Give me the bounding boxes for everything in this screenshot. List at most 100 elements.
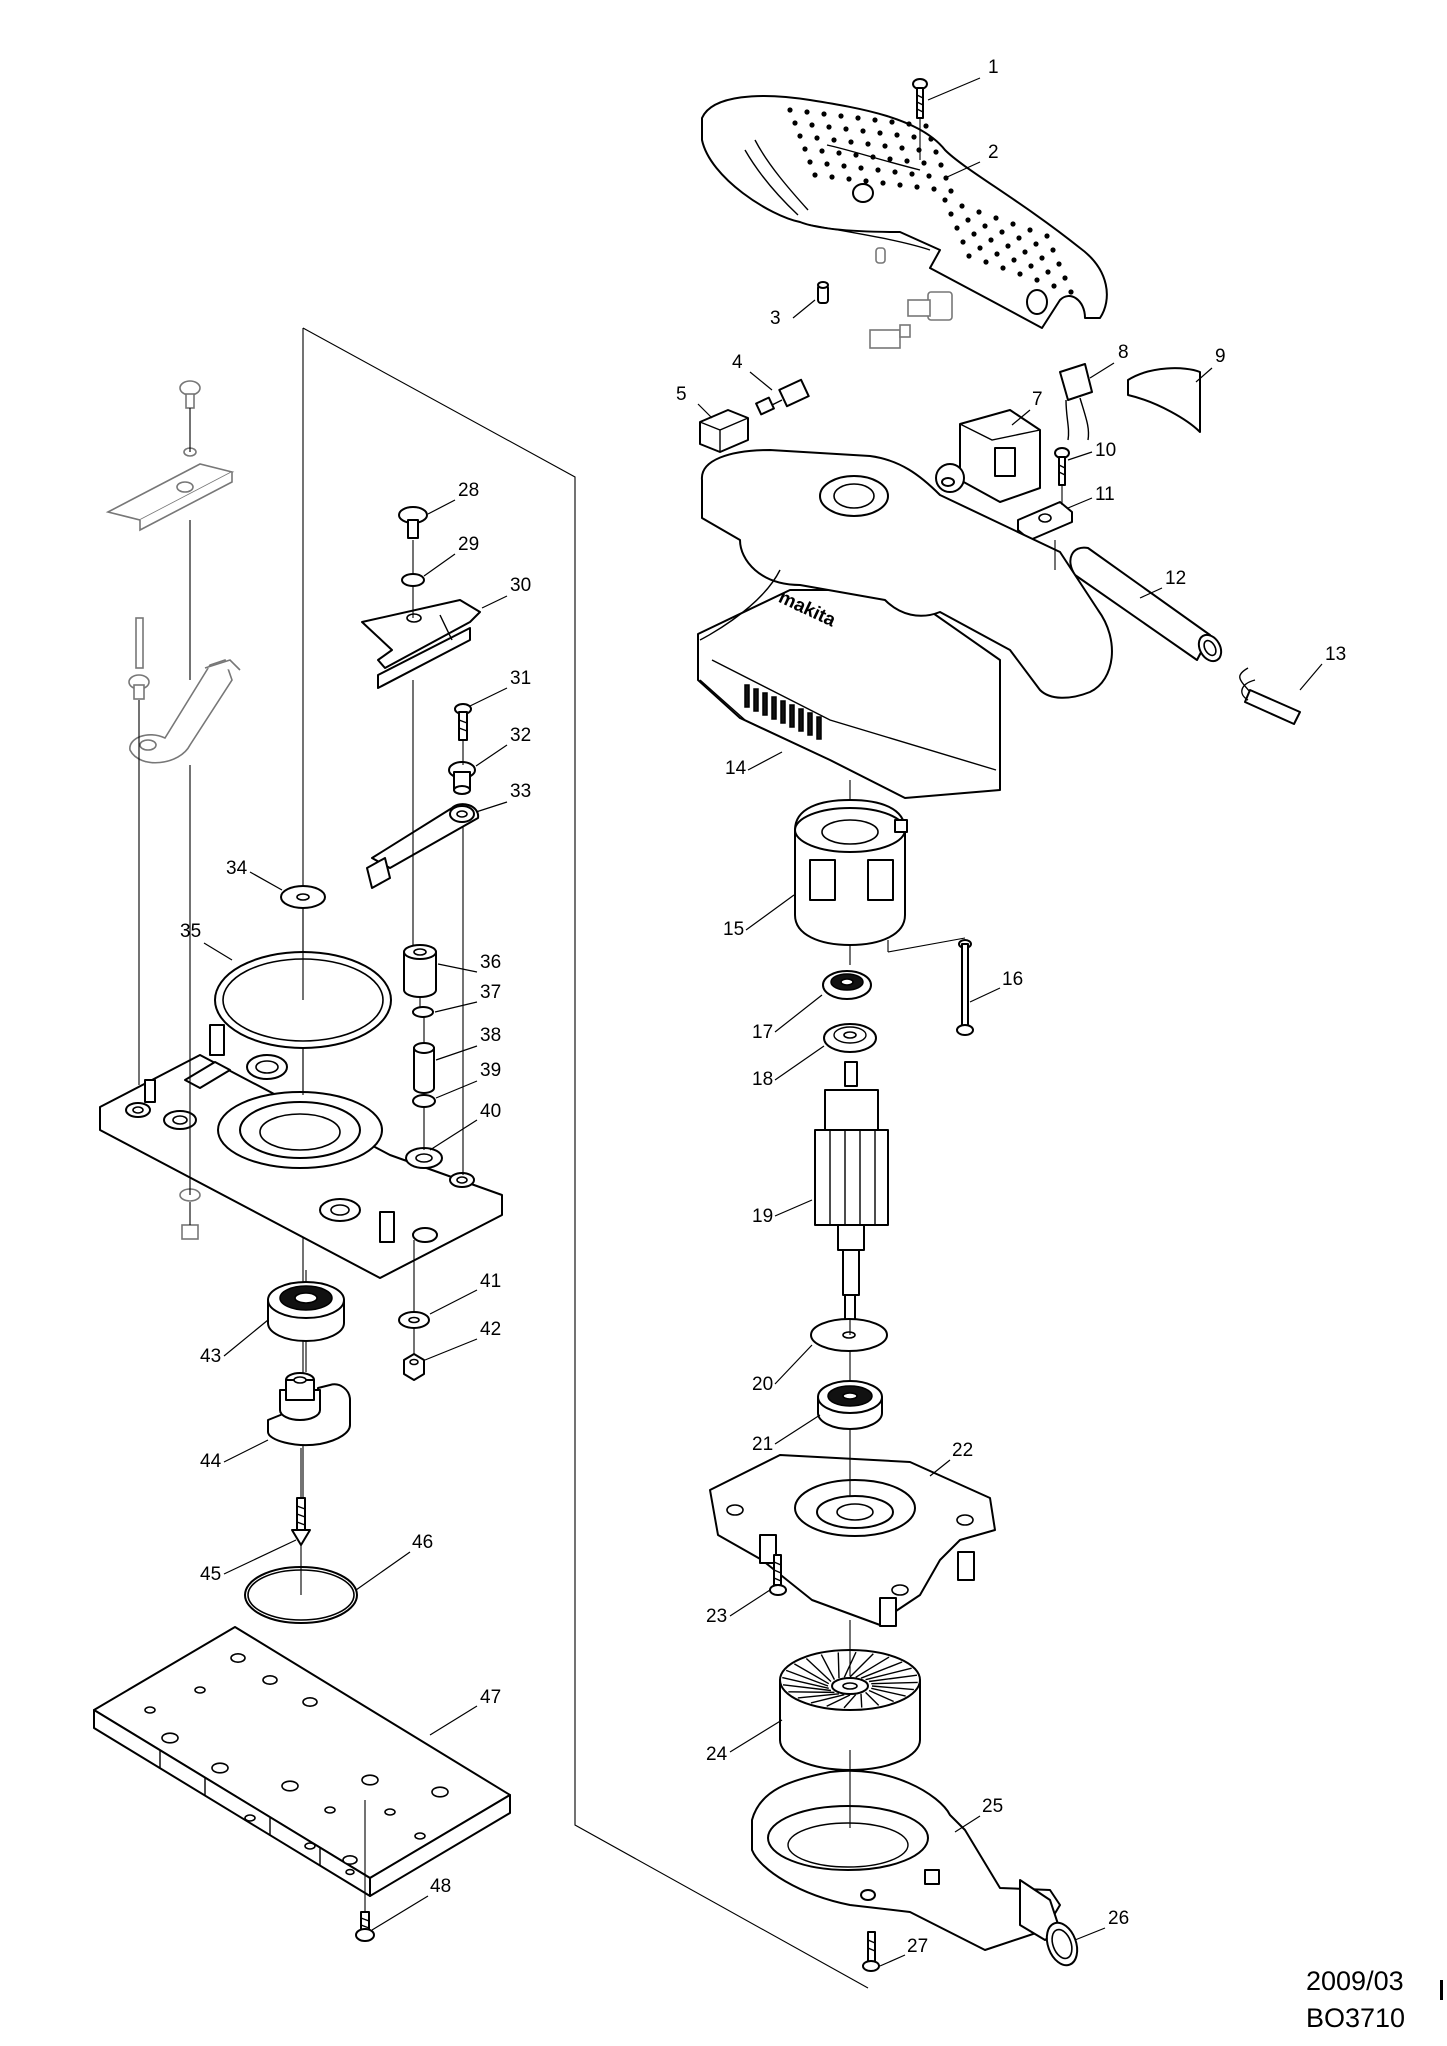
handle-texture-dot bbox=[1017, 271, 1023, 277]
part-41-washer bbox=[398, 1311, 430, 1329]
callout-leader-44 bbox=[223, 1439, 269, 1463]
pad-dust-hole bbox=[211, 1762, 229, 1774]
part-10-screw bbox=[1054, 447, 1070, 486]
brush-holder-ghost bbox=[869, 291, 953, 349]
part-27-screw bbox=[862, 1931, 880, 1972]
pad-dust-hole bbox=[302, 1697, 318, 1708]
handle-texture-dot bbox=[863, 178, 869, 184]
callout-label-44: 44 bbox=[200, 1451, 222, 1472]
handle-texture-dot bbox=[1016, 235, 1022, 241]
handle-texture-dot bbox=[877, 130, 883, 136]
callout-leader-12 bbox=[1139, 587, 1163, 599]
callout-label-34: 34 bbox=[226, 858, 248, 879]
callout-leader-13 bbox=[1299, 663, 1323, 691]
callout-leader-3 bbox=[792, 299, 816, 319]
pad-dust-hole bbox=[161, 1732, 179, 1744]
handle-texture-dot bbox=[848, 139, 854, 145]
callout-label-16: 16 bbox=[1002, 969, 1023, 990]
handle-texture-dot bbox=[1050, 247, 1056, 253]
handle-texture-dot bbox=[1056, 261, 1062, 267]
handle-texture-dot bbox=[872, 117, 878, 123]
part-9-name-plate bbox=[1127, 367, 1201, 433]
fan-blade bbox=[788, 1691, 835, 1694]
handle-texture-dot bbox=[960, 239, 966, 245]
pad-dust-hole bbox=[384, 1808, 396, 1816]
callout-label-35: 35 bbox=[180, 921, 201, 942]
exploded-axis-lines bbox=[138, 118, 1063, 1912]
handle-texture-dot bbox=[1000, 265, 1006, 271]
part-11-cord-clamp bbox=[1017, 501, 1073, 541]
callout-leader-18 bbox=[774, 1045, 825, 1081]
handle-texture-dot bbox=[836, 150, 842, 156]
callout-label-30: 30 bbox=[510, 575, 531, 596]
callout-leaders bbox=[203, 77, 1323, 1967]
callout-leader-35 bbox=[203, 942, 233, 961]
callout-leader-24 bbox=[729, 1719, 783, 1753]
callout-leader-11 bbox=[1067, 497, 1093, 509]
pad-dust-hole bbox=[244, 1814, 256, 1822]
callout-label-3: 3 bbox=[770, 308, 781, 329]
part-38-pin bbox=[413, 1042, 435, 1094]
part-39-o-ring bbox=[412, 1094, 436, 1108]
motor-housing-vents bbox=[744, 684, 822, 740]
callout-label-1: 1 bbox=[988, 57, 999, 78]
handle-texture-dot bbox=[971, 231, 977, 237]
part-24-fan bbox=[779, 1649, 921, 1771]
part-1-screw bbox=[912, 78, 928, 119]
handle-texture-dot bbox=[870, 154, 876, 160]
handle-texture-dot bbox=[921, 160, 927, 166]
handle-texture-dot bbox=[914, 184, 920, 190]
handle-texture-dot bbox=[993, 215, 999, 221]
handle-texture-dot bbox=[1034, 277, 1040, 283]
part-4-carbon-brush bbox=[755, 378, 810, 416]
handle-texture-dot bbox=[892, 169, 898, 175]
handle-texture-dot bbox=[959, 203, 965, 209]
part-34-washer bbox=[280, 885, 326, 909]
callout-label-37: 37 bbox=[480, 982, 501, 1003]
part-31-screw bbox=[454, 703, 472, 741]
model-number: BO3710 bbox=[1306, 2003, 1406, 2033]
fan-blade bbox=[865, 1667, 912, 1681]
callout-label-7: 7 bbox=[1032, 389, 1043, 410]
handle-texture-dot bbox=[916, 147, 922, 153]
callout-leader-37 bbox=[434, 1001, 478, 1013]
fan-blade bbox=[805, 1658, 832, 1683]
callout-leader-20 bbox=[774, 1344, 813, 1385]
callout-label-41: 41 bbox=[480, 1271, 501, 1292]
housing-vent-slot bbox=[816, 716, 822, 740]
handle-texture-dot bbox=[887, 156, 893, 162]
fan-blade bbox=[782, 1684, 832, 1692]
part-8-capacitor bbox=[1059, 363, 1093, 441]
fan-blade bbox=[837, 1652, 840, 1679]
callout-leader-28 bbox=[427, 499, 456, 515]
callout-label-9: 9 bbox=[1215, 346, 1226, 367]
part-20-washer bbox=[810, 1318, 888, 1352]
pad-dust-hole bbox=[361, 1774, 379, 1786]
handle-texture-dot bbox=[923, 123, 929, 129]
handle-texture-dot bbox=[855, 115, 861, 121]
part-26-o-ring bbox=[1045, 1921, 1079, 1967]
callout-leader-14 bbox=[747, 751, 783, 771]
callout-leader-38 bbox=[435, 1045, 478, 1061]
part-15-field-stator bbox=[794, 799, 908, 946]
callout-label-27: 27 bbox=[907, 1936, 928, 1957]
callout-leader-26 bbox=[1074, 1927, 1106, 1941]
part-17-bearing bbox=[822, 970, 872, 1000]
fan-blade bbox=[871, 1681, 918, 1685]
callout-label-46: 46 bbox=[412, 1532, 433, 1553]
callout-leader-2 bbox=[944, 161, 981, 179]
fan-blade bbox=[826, 1694, 851, 1707]
part-47-pad bbox=[93, 1626, 511, 1897]
handle-texture-dot bbox=[948, 188, 954, 194]
fan-blade bbox=[797, 1693, 840, 1699]
callout-leader-10 bbox=[1067, 451, 1093, 461]
handle-texture-dot bbox=[809, 122, 815, 128]
callout-label-25: 25 bbox=[982, 1796, 1003, 1817]
callout-leader-23 bbox=[729, 1589, 771, 1617]
part-16-screw bbox=[956, 939, 974, 1036]
pad-dust-hole bbox=[194, 1686, 206, 1694]
callout-label-26: 26 bbox=[1108, 1908, 1129, 1929]
callout-label-10: 10 bbox=[1095, 440, 1116, 461]
fan-blade bbox=[843, 1694, 857, 1709]
